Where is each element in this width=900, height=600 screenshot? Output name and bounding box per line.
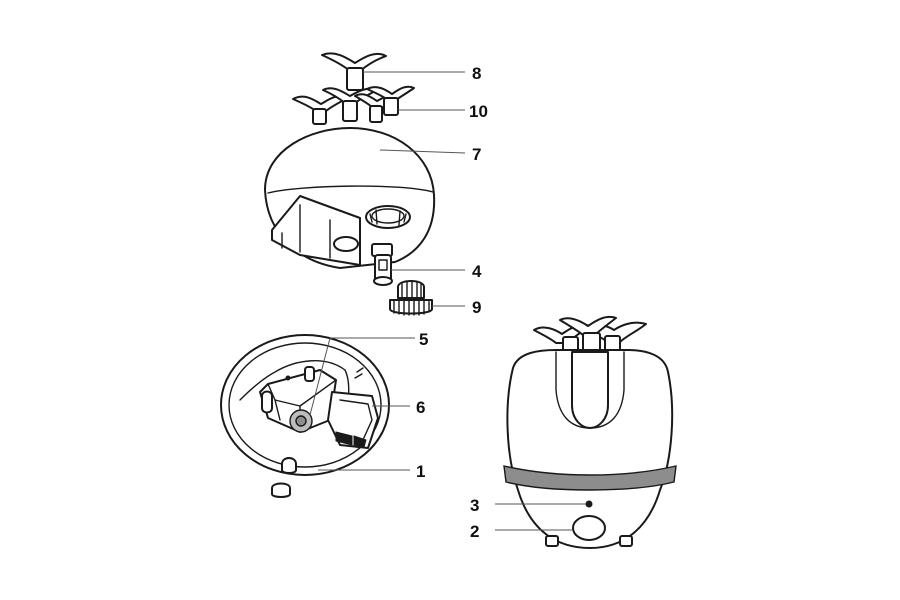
- leader-5: [309, 337, 415, 416]
- callout-4: 4: [472, 262, 482, 281]
- part-4-valve: [373, 254, 393, 286]
- callout-3: 3: [470, 496, 479, 515]
- part-7-water-tank: [264, 127, 436, 269]
- part-10-leaf-cluster: [292, 85, 415, 125]
- assembled-humidifier: [503, 316, 677, 549]
- part-9-filter: [389, 280, 433, 316]
- callout-8: 8: [472, 64, 481, 83]
- leader-7: [379, 149, 466, 154]
- leader-lines: [309, 71, 586, 531]
- callout-5: 5: [419, 330, 428, 349]
- callout-labels: 8 10 7 4 9 5 6 1 3 2: [416, 64, 488, 541]
- part-8-leaf-nozzle: [321, 52, 387, 91]
- part-1-base-unit: [220, 334, 390, 498]
- callout-2: 2: [470, 522, 479, 541]
- callout-7: 7: [472, 145, 481, 164]
- callout-10: 10: [469, 102, 488, 121]
- callout-9: 9: [472, 298, 481, 317]
- callout-1: 1: [416, 462, 425, 481]
- callout-6: 6: [416, 398, 425, 417]
